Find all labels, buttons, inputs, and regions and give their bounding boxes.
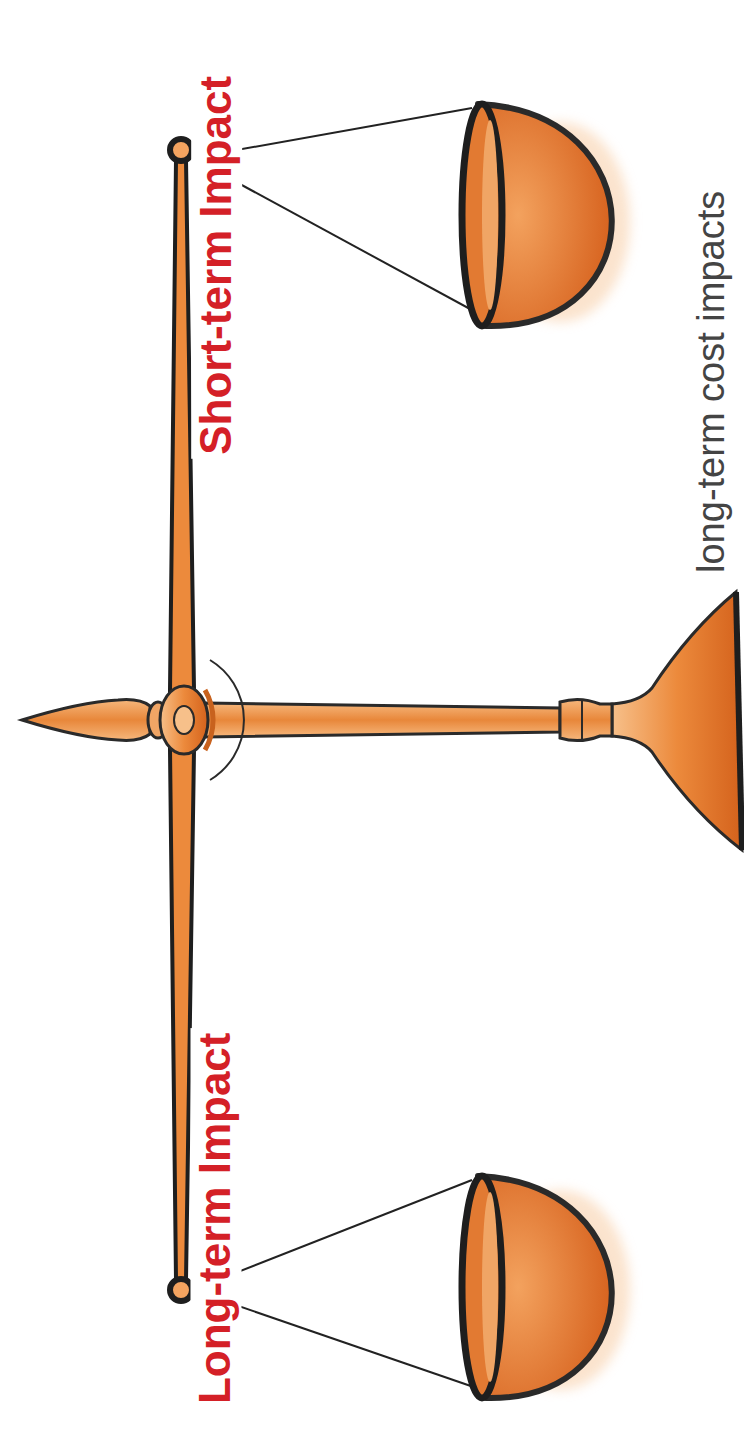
pan-label: Short-term Impact <box>191 71 242 458</box>
scale-pointer <box>22 686 208 754</box>
scale-base <box>612 592 742 850</box>
scale-column <box>205 660 612 780</box>
pan-label: Long-term Impact <box>190 1028 241 1408</box>
heading-fragment: long-term cost impacts <box>690 187 734 577</box>
top-pan <box>462 104 630 326</box>
bottom-pan <box>462 1176 630 1398</box>
